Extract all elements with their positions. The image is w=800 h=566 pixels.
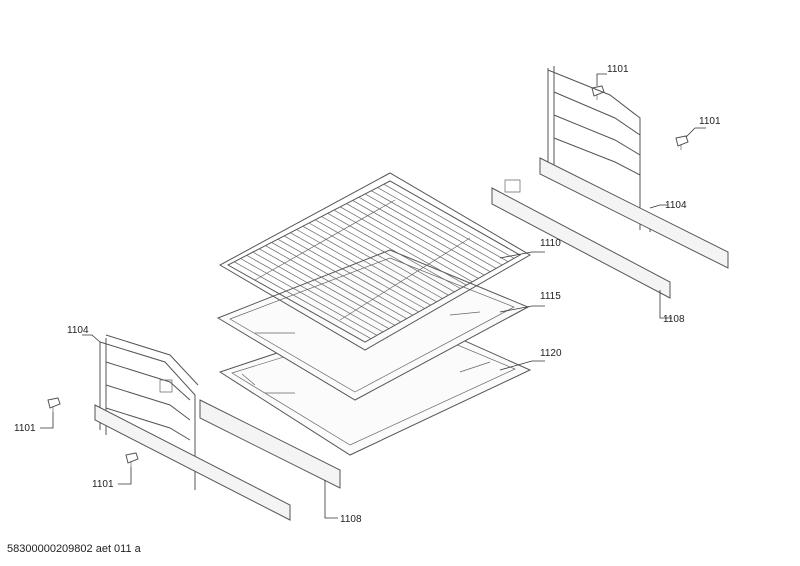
left-side-rack-1104 [99,334,199,490]
shelf-wire-bar [315,219,449,296]
label-1101-right-top: 1101 [607,64,629,75]
clip-right-top [591,85,605,100]
label-1104-right: 1104 [665,200,687,211]
shelf-wire-bar [371,190,503,266]
shelf-wire-bar [308,222,443,299]
shelf-wire-bar [358,196,491,273]
shelf-wire-bar [271,242,407,319]
left-telescopic-rail-1108 [94,399,341,521]
label-1108-left: 1108 [340,514,362,525]
shelf-wire-bar [377,187,509,263]
shelf-wire-bar [364,193,497,269]
clip-left-top [47,397,61,412]
shelf-wire-bar [252,251,389,329]
shelf-wire-bar [240,258,378,336]
shelf-wire-bar [234,261,372,340]
shelf-wire-bar [340,206,473,283]
shelf-wire-bar [246,254,384,333]
label-1110: 1110 [540,238,561,249]
shelf-wire-bar [346,203,479,279]
label-1120: 1120 [540,348,562,359]
shelf-wire-bar [277,238,413,316]
shelf-wire-bar [383,183,515,259]
shelf-wire-bar [296,229,431,306]
label-1108-right: 1108 [663,314,685,325]
grid-shelf-1110 [218,172,531,351]
right-side-rack-1104 [547,66,651,232]
right-telescopic-rail-1108 [491,157,729,299]
clip-right-mid [675,135,689,150]
label-1101-right-mid: 1101 [699,116,721,127]
shelf-wire-bar [259,248,395,326]
shelf-wire-bar [302,225,437,303]
label-1101-left-bottom: 1101 [92,479,114,490]
label-1115: 1115 [540,291,561,302]
baking-tray-1115 [216,249,530,401]
shelf-wire-bar [283,235,419,313]
label-1101-left-top: 1101 [14,423,36,434]
drawing-number: 58300000209802 aet 011 a [7,543,141,555]
shelf-wire-bar [290,232,425,309]
clip-left-bottom [125,452,139,467]
shelf-wire-bar [352,200,485,276]
shelf-wire-bar [265,245,401,323]
label-1104-left: 1104 [67,325,89,336]
